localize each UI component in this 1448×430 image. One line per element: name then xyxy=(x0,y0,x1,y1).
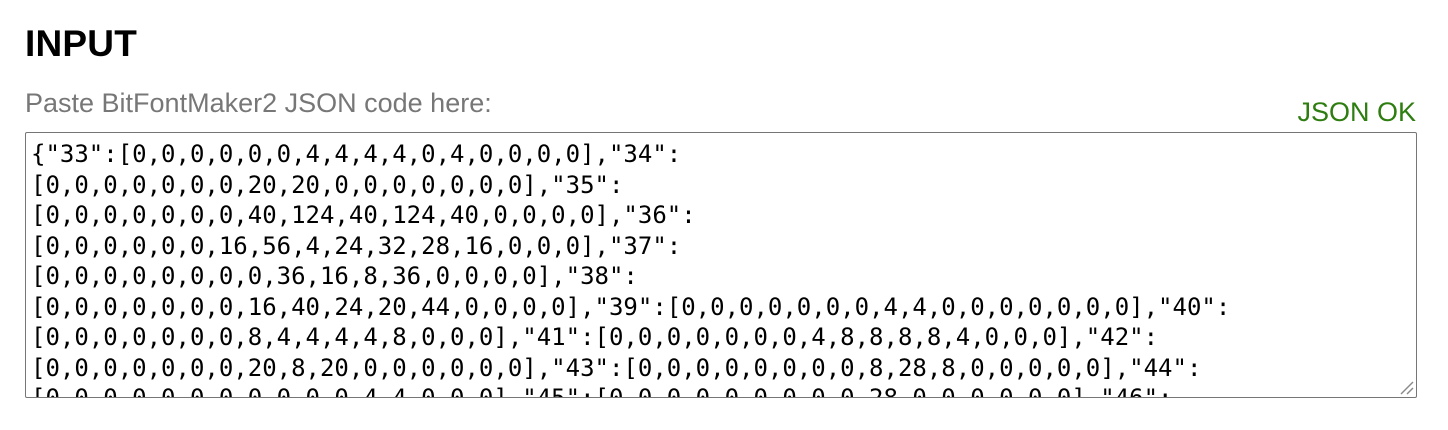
input-heading: INPUT xyxy=(25,23,137,64)
json-status-indicator: JSON OK xyxy=(1297,97,1416,127)
input-section: INPUT Paste BitFontMaker2 JSON code here… xyxy=(25,0,1417,430)
json-editor-wrapper xyxy=(25,132,1417,398)
json-input-label: Paste BitFontMaker2 JSON code here: xyxy=(25,88,492,118)
json-code-textarea[interactable] xyxy=(25,132,1417,398)
label-row: Paste BitFontMaker2 JSON code here: JSON… xyxy=(25,84,1417,128)
